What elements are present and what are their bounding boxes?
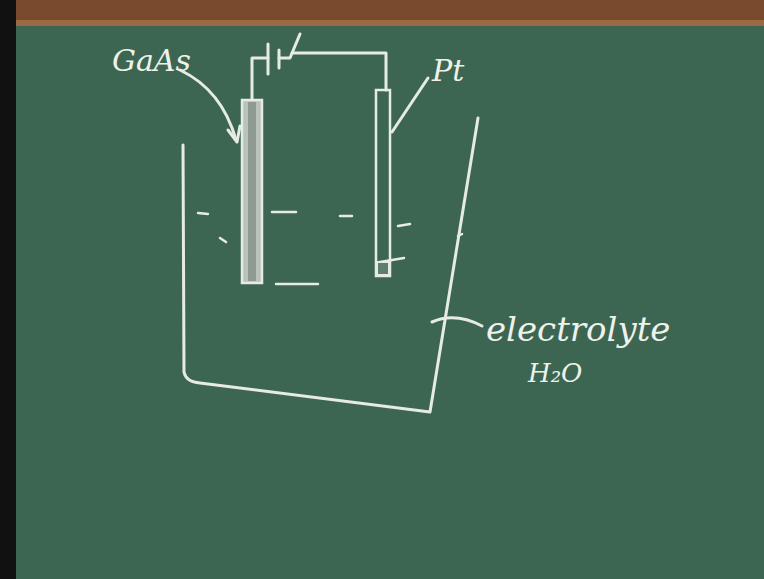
- formula-label: H₂O: [528, 360, 582, 386]
- note-label: electrolyte: [486, 312, 670, 346]
- left-border: [0, 0, 16, 579]
- beaker-outline: [183, 118, 478, 412]
- material-label: GaAs: [112, 46, 191, 76]
- electrolyte-level-marks: [198, 212, 462, 284]
- leader-line: [392, 78, 428, 132]
- wire: [292, 53, 386, 90]
- gaas-shading: [248, 102, 256, 281]
- pt-electrode: [376, 90, 390, 276]
- leader-line: [432, 318, 482, 326]
- board-frame-edge: [0, 20, 764, 26]
- gaas-electrode: [242, 100, 262, 283]
- material-label: Pt: [432, 56, 464, 86]
- pt-electrode-tip: [377, 262, 389, 275]
- wire: [252, 58, 268, 100]
- battery-plate: [267, 44, 270, 74]
- arrow-head: [228, 126, 240, 142]
